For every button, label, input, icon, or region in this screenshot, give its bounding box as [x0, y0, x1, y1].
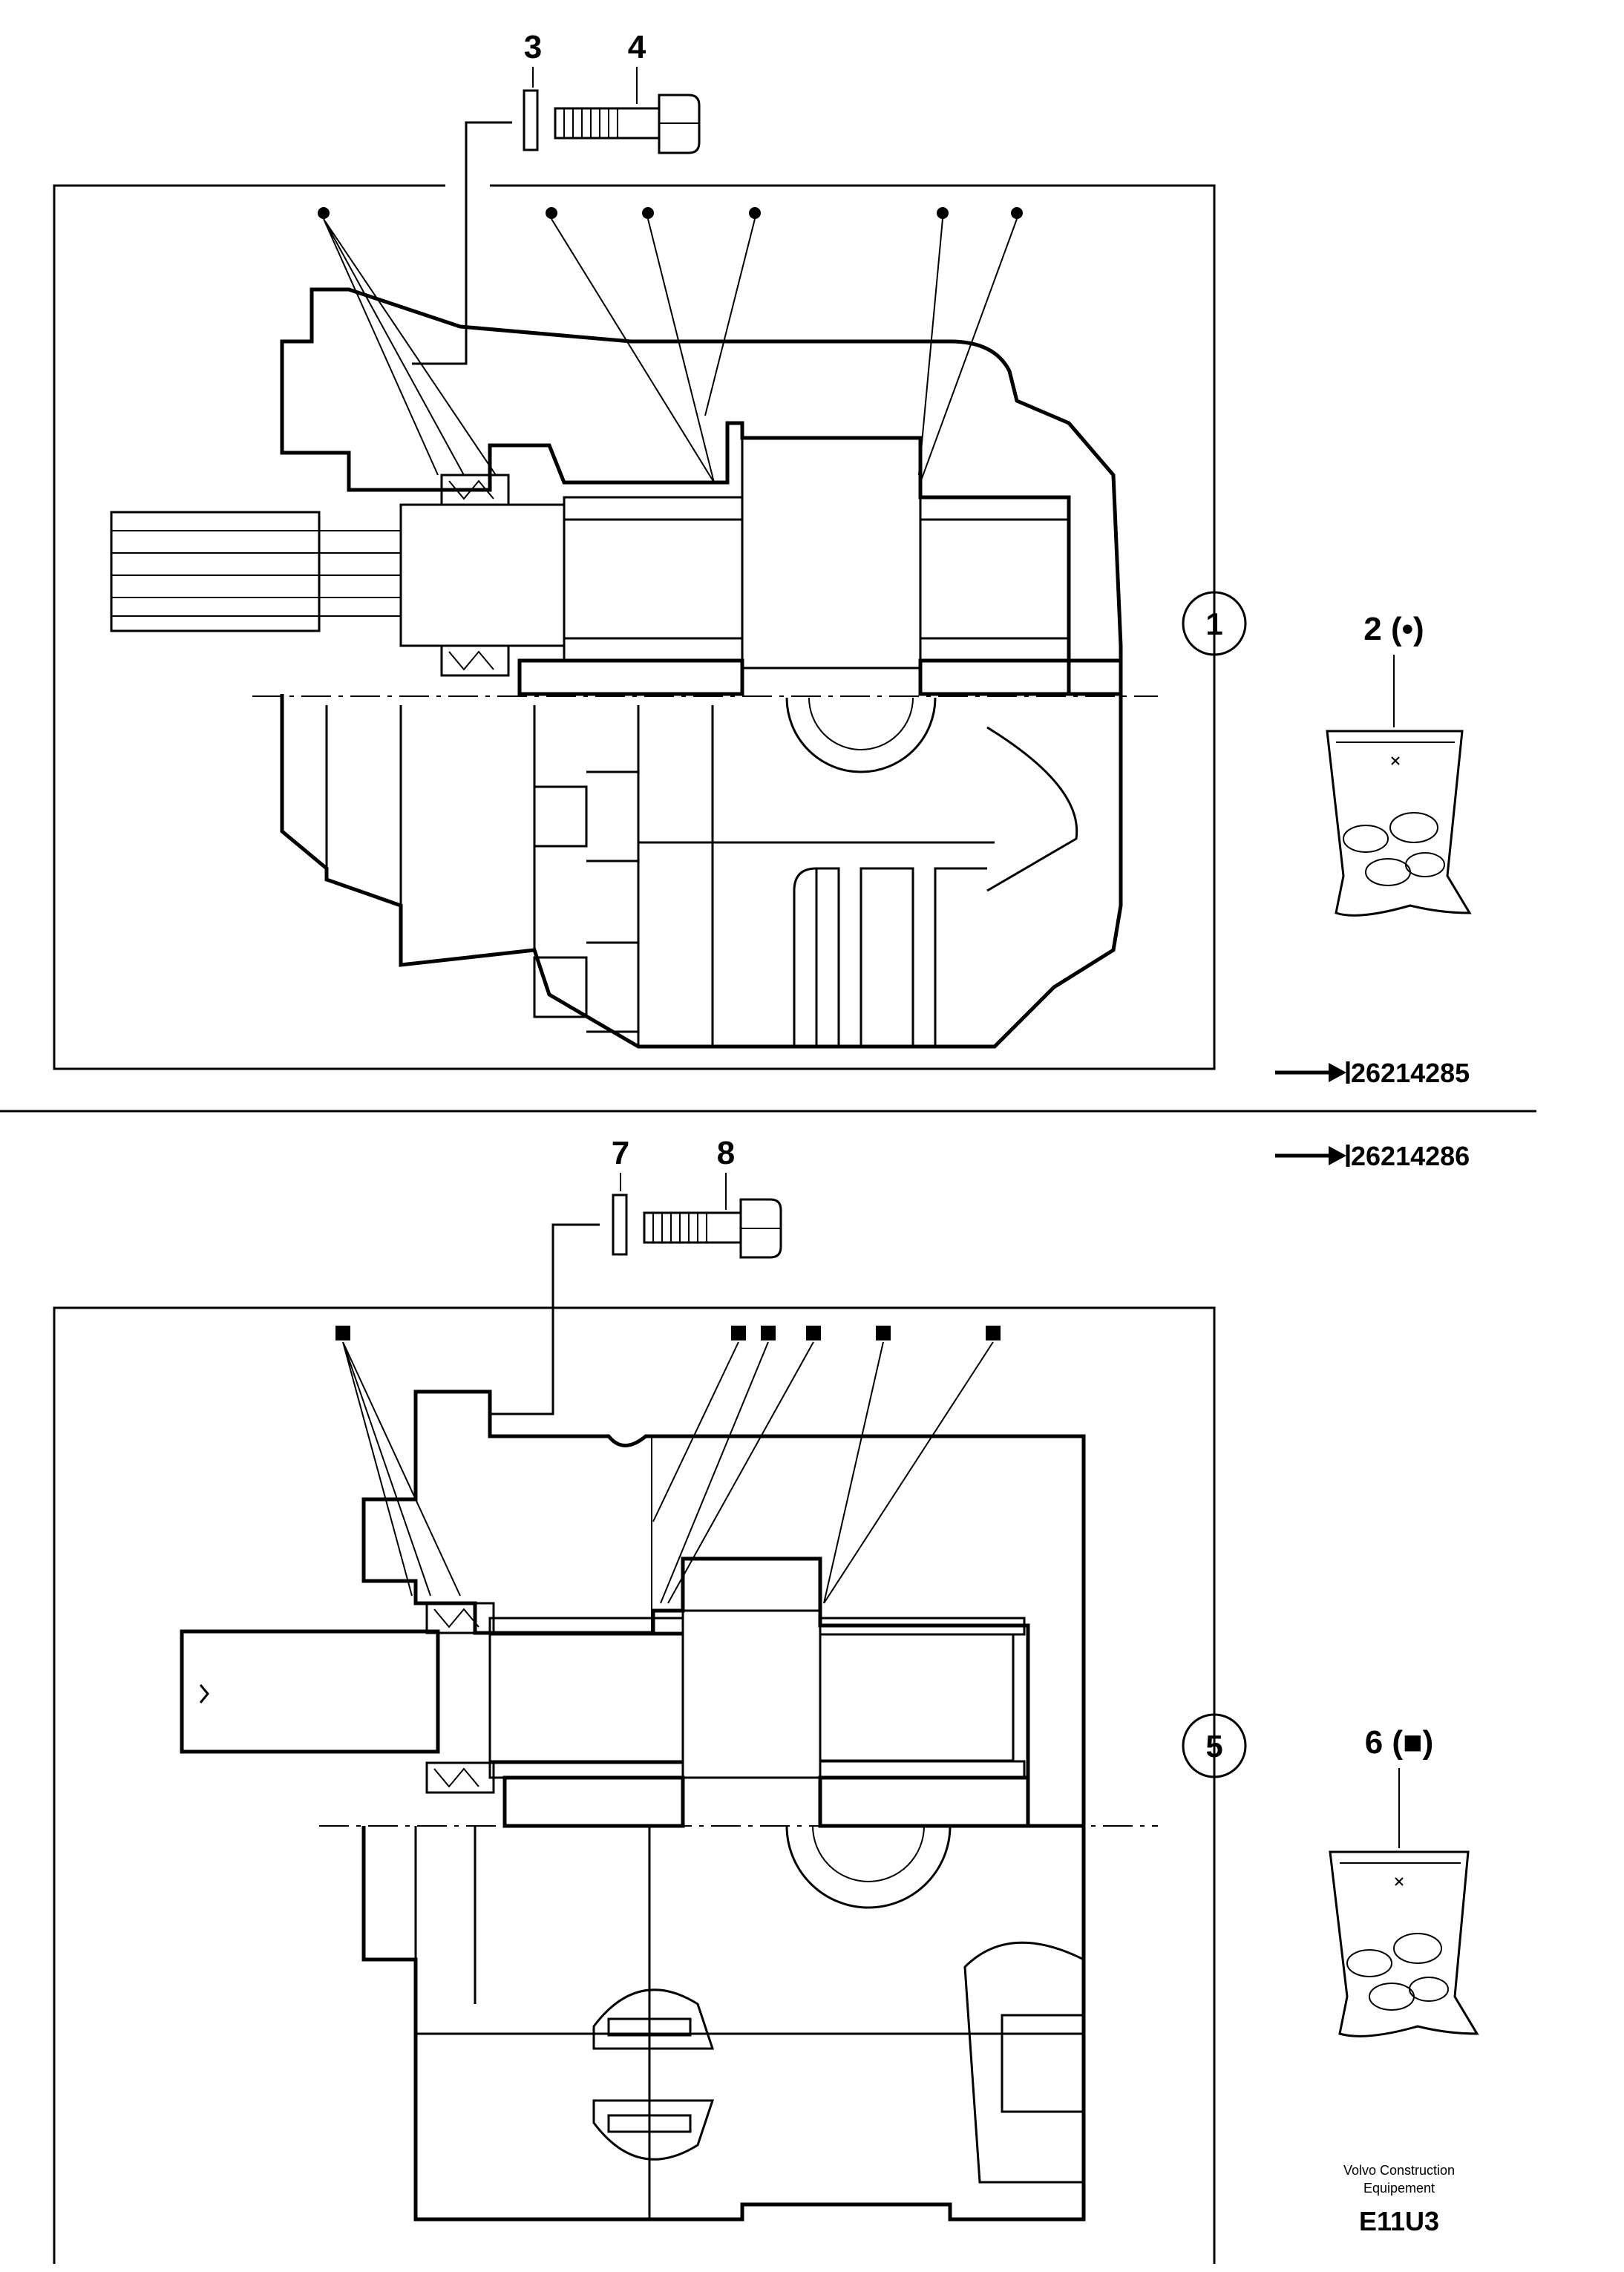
washer-part [612, 1194, 628, 1256]
kit-2-label: 2 (•) [1363, 611, 1424, 647]
needle-bearing-cutaway [592, 1988, 715, 2161]
assembly-1-number: 1 [1205, 606, 1222, 641]
lower-seal-markers [335, 1326, 1001, 1604]
input-shaft [110, 503, 566, 647]
brand-line-2: Equipement [1363, 2181, 1435, 2196]
input-shaft [180, 1629, 684, 1764]
washer-part [523, 89, 539, 151]
callout-3-label: 3 [524, 29, 542, 65]
drive-gear [741, 436, 922, 670]
callout-4-label: 4 [628, 29, 646, 65]
lower-assembly: 26214286 7 8 [53, 1135, 1479, 2264]
assembly-1-marker [1182, 591, 1247, 656]
drive-gear [681, 1609, 822, 1779]
shaft-seal [440, 474, 510, 677]
seal-kit-bag-icon [1326, 730, 1472, 917]
reference-number-1: 26214285 [1351, 1058, 1470, 1088]
callout-8-label: 8 [717, 1135, 735, 1171]
reference-number-2: 26214286 [1351, 1141, 1470, 1171]
seal-kit-bag-icon [1329, 1850, 1479, 2037]
reference-arrow-2 [1275, 1145, 1350, 1167]
kit-6-label: 6 (■) [1365, 1724, 1434, 1761]
filter-cutaway [963, 1941, 1085, 2184]
upper-seal-markers [318, 207, 1023, 483]
drawing-code: E11U3 [1359, 2206, 1439, 2236]
footer: Volvo Construction Equipement E11U3 [1343, 2163, 1455, 2236]
reference-arrow-1 [1275, 1061, 1350, 1084]
upper-assembly: 3 4 [53, 29, 1472, 1088]
bolt-part [554, 94, 701, 154]
brand-line-1: Volvo Construction [1343, 2163, 1455, 2178]
assembly-5-marker [1182, 1713, 1247, 1778]
assembly-5-number: 5 [1205, 1729, 1222, 1764]
callout-7-label: 7 [612, 1135, 629, 1171]
bolt-part [643, 1198, 782, 1259]
